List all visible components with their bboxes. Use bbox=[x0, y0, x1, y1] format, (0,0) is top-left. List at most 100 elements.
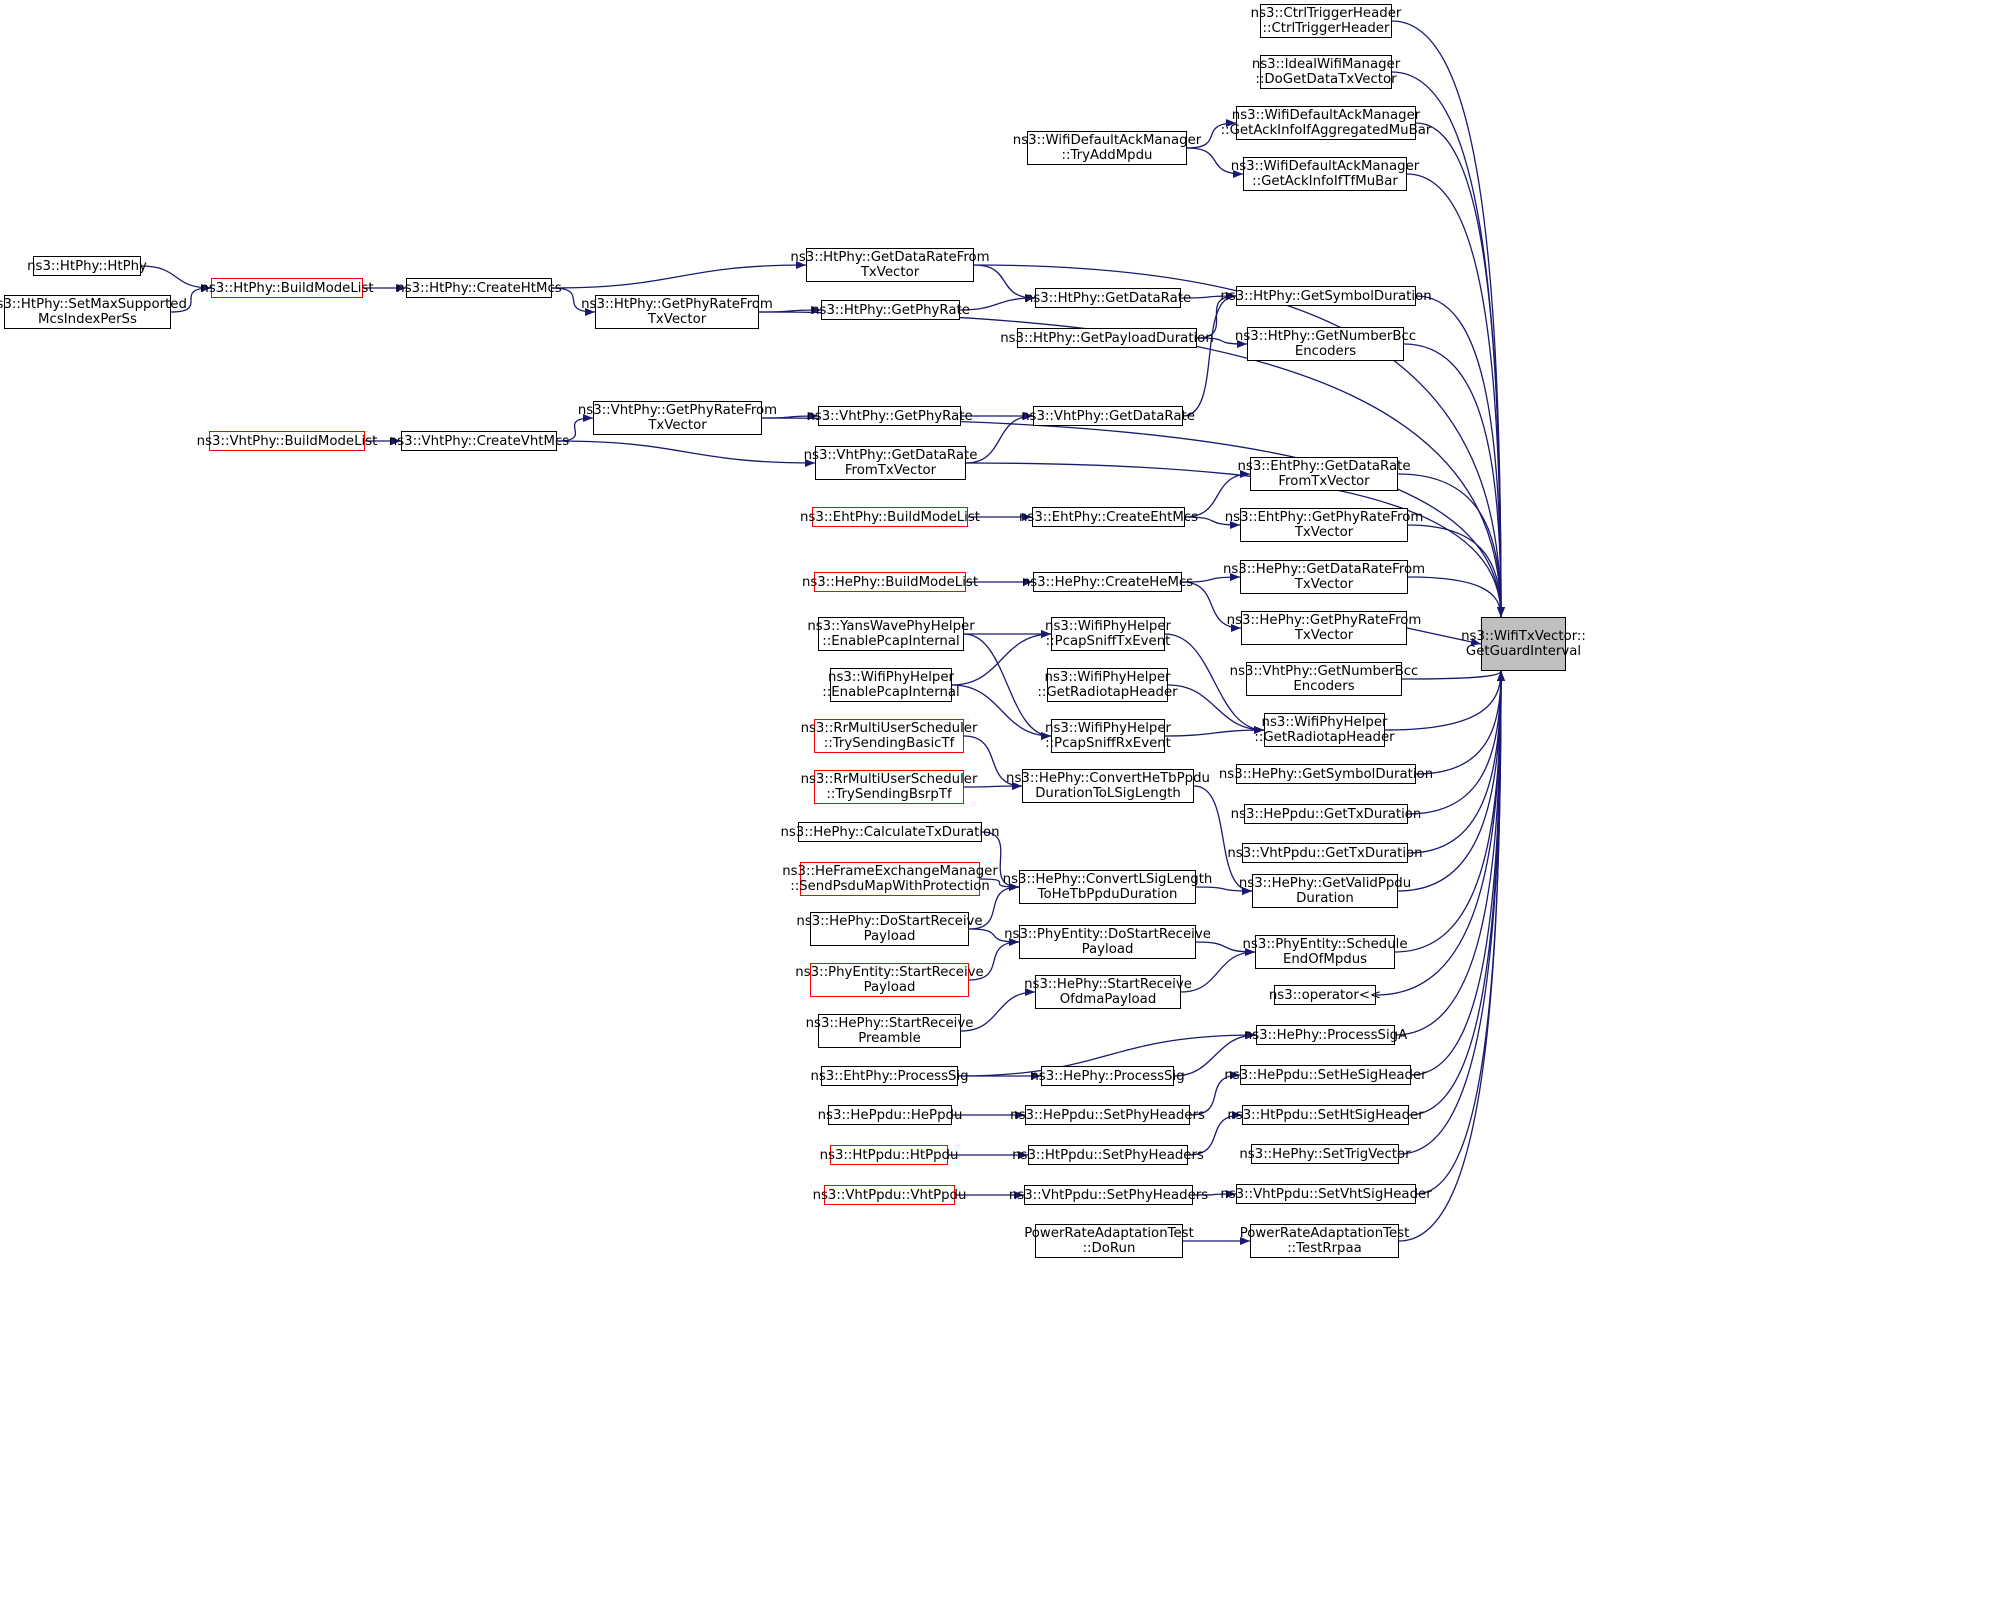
function-node[interactable]: ns3::RrMultiUserScheduler::TrySendingBsr… bbox=[801, 770, 977, 804]
function-node[interactable]: ns3::VhtPpdu::GetTxDuration bbox=[1227, 843, 1423, 863]
node-label-line: ns3::EhtPhy::GetPhyRateFrom bbox=[1224, 510, 1424, 525]
function-node[interactable]: PowerRateAdaptationTest::TestRrpaa bbox=[1240, 1224, 1409, 1258]
node-label-line: ns3::WifiPhyHelper bbox=[1261, 715, 1388, 730]
function-node[interactable]: ns3::EhtPhy::CreateEhtMcs bbox=[1019, 507, 1198, 527]
function-node[interactable]: ns3::HePhy::ProcessSig bbox=[1030, 1066, 1185, 1086]
node-label-line: Duration bbox=[1296, 891, 1354, 906]
function-node[interactable]: ns3::HePhy::CalculateTxDuration bbox=[780, 822, 1000, 842]
function-node[interactable]: ns3::EhtPhy::BuildModeList bbox=[800, 507, 980, 527]
call-edge bbox=[758, 306, 822, 315]
node-label-line: ns3::HePhy::GetPhyRateFrom bbox=[1226, 613, 1422, 628]
function-node[interactable]: ns3::HtPhy::BuildModeList bbox=[200, 278, 374, 298]
node-label-line: ns3::YansWavePhyHelper bbox=[807, 619, 975, 634]
function-node[interactable]: ns3::HePhy::SetTrigVector bbox=[1239, 1144, 1411, 1164]
function-node[interactable]: ns3::WifiDefaultAckManager::TryAddMpdu bbox=[1013, 131, 1201, 165]
call-edge bbox=[170, 284, 212, 313]
call-edge bbox=[957, 1031, 1257, 1077]
function-node[interactable]: ns3::RrMultiUserScheduler::TrySendingBas… bbox=[801, 719, 977, 753]
function-node[interactable]: ns3::WifiPhyHelper::GetRadiotapHeader bbox=[1037, 668, 1178, 702]
node-label-line: EndOfMpdus bbox=[1282, 952, 1368, 967]
node-label-line: ns3::HtPhy::GetDataRateFrom bbox=[790, 250, 990, 265]
function-node[interactable]: ns3::HePhy::ProcessSigA bbox=[1244, 1025, 1407, 1045]
function-node[interactable]: ns3::WifiPhyHelper::PcapSniffRxEvent bbox=[1045, 719, 1171, 753]
function-node[interactable]: ns3::YansWavePhyHelper::EnablePcapIntern… bbox=[807, 617, 975, 651]
function-node[interactable]: ns3::WifiDefaultAckManager::GetAckInfoIf… bbox=[1221, 106, 1431, 140]
function-node[interactable]: ns3::HtPpdu::SetPhyHeaders bbox=[1012, 1145, 1204, 1165]
function-node[interactable]: ns3::WifiPhyHelper::PcapSniffTxEvent bbox=[1045, 617, 1171, 651]
function-node[interactable]: ns3::HePhy::CreateHeMcs bbox=[1022, 572, 1193, 592]
node-label-line: ns3::VhtPhy::GetDataRate bbox=[1021, 408, 1195, 424]
node-label-line: ns3::HtPhy::SetMaxSupported bbox=[0, 297, 187, 312]
function-node[interactable]: ns3::VhtPpdu::VhtPpdu bbox=[813, 1185, 966, 1205]
function-node[interactable]: ns3::HePpdu::GetTxDuration bbox=[1231, 804, 1421, 824]
function-node[interactable]: ns3::WifiPhyHelper::GetRadiotapHeader bbox=[1254, 713, 1395, 747]
function-node[interactable]: ns3::HePhy::BuildModeList bbox=[802, 572, 978, 592]
call-edge bbox=[1164, 726, 1265, 737]
function-node[interactable]: ns3::HtPhy::HtPhy bbox=[27, 256, 147, 276]
function-node[interactable]: ns3::VhtPhy::GetPhyRate bbox=[806, 406, 973, 426]
call-edge bbox=[1187, 1111, 1243, 1156]
function-node[interactable]: ns3::HePpdu::SetHeSigHeader bbox=[1224, 1065, 1427, 1085]
call-edge bbox=[968, 928, 1020, 946]
function-node[interactable]: ns3::VhtPhy::BuildModeList bbox=[197, 431, 377, 451]
function-node[interactable]: ns3::HtPhy::GetDataRate bbox=[1025, 288, 1191, 308]
node-label-line: ::EnablePcapInternal bbox=[822, 685, 960, 700]
function-node[interactable]: ns3::HtPhy::GetPhyRate bbox=[811, 300, 970, 320]
node-label-line: ns3::HePhy::GetValidPpdu bbox=[1238, 876, 1412, 891]
node-label-line: ns3::HtPhy::GetSymbolDuration bbox=[1220, 288, 1432, 304]
node-label-line: ns3::VhtPhy::CreateVhtMcs bbox=[388, 433, 570, 449]
function-node[interactable]: ns3::VhtPhy::GetDataRate bbox=[1021, 406, 1195, 426]
function-node[interactable]: ns3::HePhy::GetSymbolDuration bbox=[1219, 764, 1433, 784]
function-node[interactable]: ns3::EhtPhy::ProcessSig bbox=[810, 1066, 969, 1086]
function-node[interactable]: ns3::HePpdu::SetPhyHeaders bbox=[1010, 1105, 1205, 1125]
node-label-line: ns3::HePhy::ProcessSig bbox=[1030, 1068, 1185, 1084]
call-edge bbox=[965, 412, 1034, 464]
function-node[interactable]: ns3::HtPpdu::SetHtSigHeader bbox=[1227, 1105, 1424, 1125]
function-node[interactable]: ns3::HePpdu::HePpdu bbox=[818, 1105, 962, 1125]
function-node[interactable]: PowerRateAdaptationTest::DoRun bbox=[1024, 1224, 1194, 1258]
call-edge bbox=[140, 265, 212, 292]
function-node[interactable]: ns3::operator<< bbox=[1269, 985, 1381, 1005]
function-node[interactable]: ns3::CtrlTriggerHeader::CtrlTriggerHeade… bbox=[1251, 4, 1401, 38]
focus-node[interactable]: ns3::WifiTxVector::GetGuardInterval bbox=[1461, 617, 1586, 671]
function-node[interactable]: ns3::VhtPhy::CreateVhtMcs bbox=[389, 431, 569, 451]
function-node[interactable]: ns3::HtPhy::GetPayloadDuration bbox=[1000, 328, 1214, 348]
function-node[interactable]: ns3::HtPhy::GetSymbolDuration bbox=[1220, 286, 1432, 306]
function-node[interactable]: ns3::WifiPhyHelper::EnablePcapInternal bbox=[822, 668, 960, 702]
function-node[interactable]: ns3::WifiDefaultAckManager::GetAckInfoIf… bbox=[1231, 157, 1419, 191]
call-edge bbox=[761, 412, 819, 421]
function-node[interactable]: ns3::VhtPpdu::SetPhyHeaders bbox=[1009, 1185, 1208, 1205]
function-node[interactable]: ns3::HtPhy::CreateHtMcs bbox=[396, 278, 562, 298]
node-label-line: ns3::HeFrameExchangeManager bbox=[782, 864, 998, 879]
function-node[interactable]: ns3::VhtPpdu::SetVhtSigHeader bbox=[1220, 1184, 1432, 1204]
node-label-line: ns3::HtPhy::GetPhyRateFrom bbox=[581, 297, 773, 312]
call-edge bbox=[1384, 670, 1505, 731]
node-label-line: ::SendPsduMapWithProtection bbox=[790, 879, 990, 894]
function-node[interactable]: ns3::IdealWifiManager::DoGetDataTxVector bbox=[1252, 55, 1400, 89]
function-node[interactable]: ns3::HtPpdu::HtPpdu bbox=[820, 1145, 958, 1165]
call-edge bbox=[951, 630, 1052, 686]
node-label-line: ns3::WifiDefaultAckManager bbox=[1231, 108, 1421, 123]
function-node[interactable]: ns3::HeFrameExchangeManager::SendPsduMap… bbox=[782, 862, 998, 896]
